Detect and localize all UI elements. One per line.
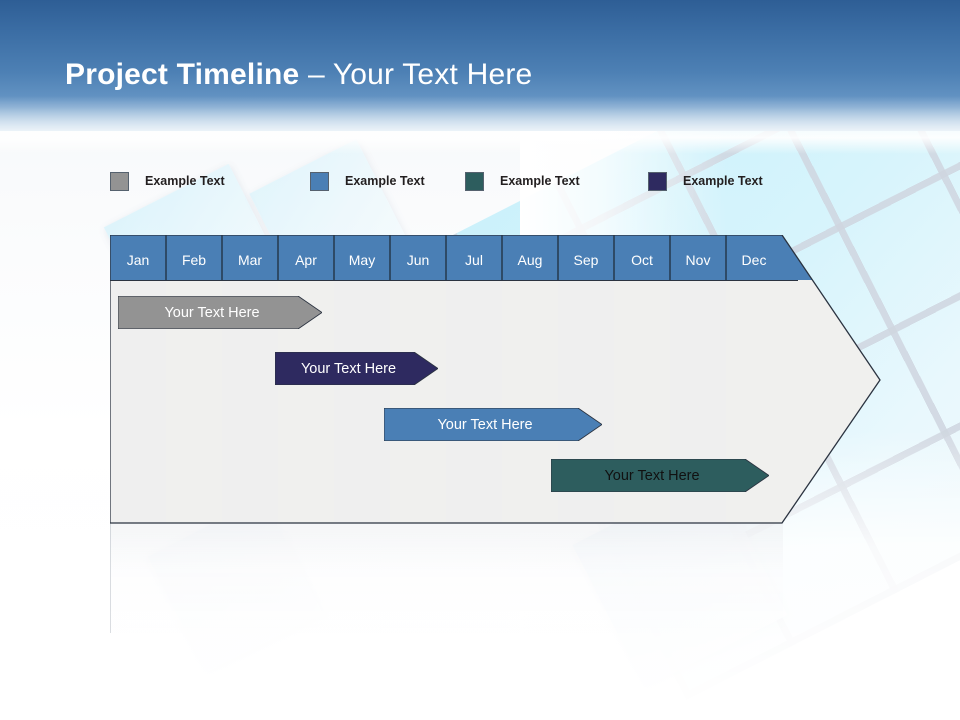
task-bar-label: Your Text Here <box>437 416 533 433</box>
legend-label: Example Text <box>683 174 763 188</box>
month-header-sep[interactable]: Sep <box>573 251 599 268</box>
task-bar-label: Your Text Here <box>604 467 700 484</box>
task-bar-2[interactable]: Your Text Here <box>275 352 438 385</box>
page-title-strong: Project Timeline <box>65 58 300 91</box>
month-header-oct[interactable]: Oct <box>631 251 653 268</box>
legend-swatch-icon <box>648 171 667 191</box>
month-header-dec[interactable]: Dec <box>741 251 767 268</box>
title-band-gloss <box>0 96 960 154</box>
task-bar-shape <box>551 459 769 492</box>
month-header-feb[interactable]: Feb <box>181 251 207 268</box>
month-header-jul[interactable]: Jul <box>465 251 483 268</box>
legend-item-1: Example Text <box>110 168 225 194</box>
task-bar-shape <box>118 296 322 329</box>
task-bar-3[interactable]: Your Text Here <box>384 408 602 441</box>
chart-outline <box>110 235 881 524</box>
task-bar-4[interactable]: Your Text Here <box>551 459 769 492</box>
legend-label: Example Text <box>145 174 225 188</box>
month-header-mar[interactable]: Mar <box>237 251 263 268</box>
legend-item-3: Example Text <box>465 168 580 194</box>
month-header-row: Jan Feb Mar Apr May Jun Jul Aug Sep Oct Nov Dec <box>110 237 782 282</box>
legend-item-2: Example Text <box>310 168 425 194</box>
task-bar-1[interactable]: Your Text Here <box>118 296 322 329</box>
legend-swatch-icon <box>310 171 329 191</box>
legend-item-4: Example Text <box>648 168 763 194</box>
task-bar-label: Your Text Here <box>164 304 260 321</box>
chart-reflection <box>110 523 783 633</box>
month-header-aug[interactable]: Aug <box>517 251 543 268</box>
legend: Example Text Example Text Example Text Exam… <box>110 168 810 194</box>
page-title: Project Timeline – Your Text Here <box>65 58 532 92</box>
month-header-jan[interactable]: Jan <box>126 251 150 268</box>
legend-swatch-icon <box>465 171 484 191</box>
month-header-may[interactable]: May <box>348 251 376 268</box>
task-bar-shape <box>384 408 602 441</box>
month-header-apr[interactable]: Apr <box>295 251 317 268</box>
task-bar-shape <box>275 352 438 385</box>
month-header-nov[interactable]: Nov <box>685 251 711 268</box>
page-title-light: – Your Text Here <box>299 58 533 91</box>
legend-label: Example Text <box>345 174 425 188</box>
legend-swatch-icon <box>110 171 129 191</box>
month-header-jun[interactable]: Jun <box>406 251 430 268</box>
task-bar-label: Your Text Here <box>300 360 397 377</box>
legend-label: Example Text <box>500 174 580 188</box>
